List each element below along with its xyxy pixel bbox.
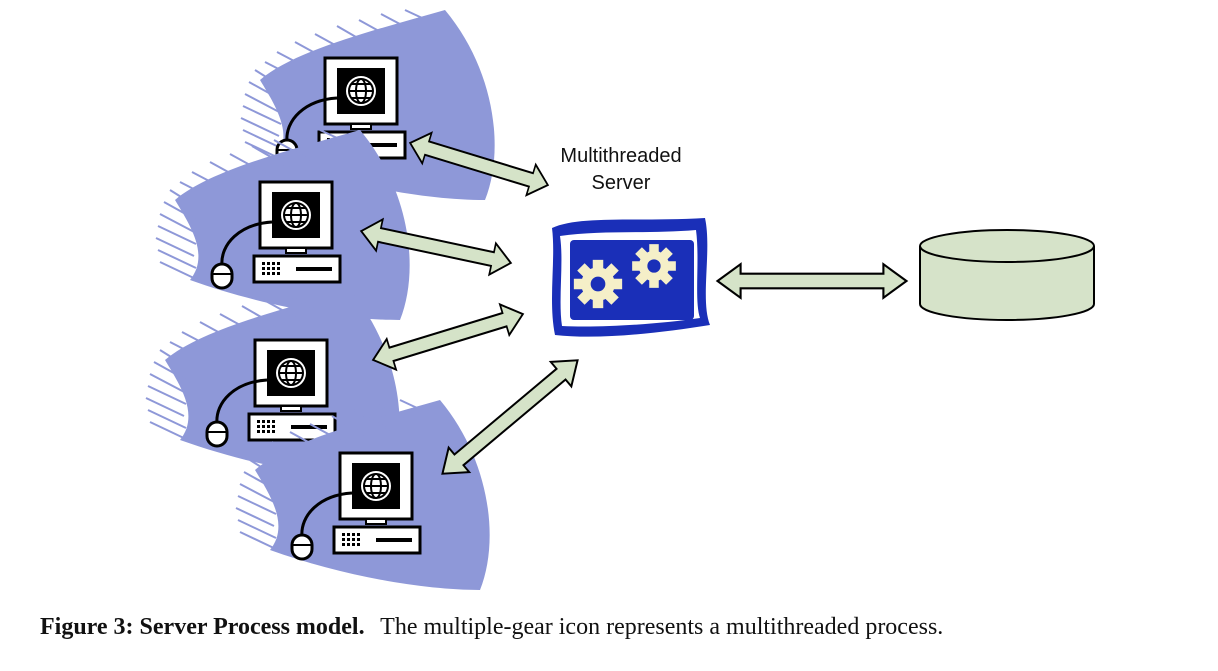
gear-icon	[632, 244, 676, 288]
server-icon	[552, 218, 710, 337]
connection-arrow-database	[716, 263, 908, 299]
figure-caption: Figure 3: Server Process model. The mult…	[40, 614, 1200, 641]
figure-caption-text: The multiple-gear icon represents a mult…	[380, 614, 944, 640]
server-label-line2: Server	[592, 172, 651, 194]
figure-caption-title: Figure 3: Server Process model.	[40, 614, 365, 640]
database-icon	[919, 229, 1095, 321]
connection-arrow-client-4	[431, 347, 589, 487]
server-label-line1: Multithreaded	[560, 145, 681, 167]
gear-icon	[573, 259, 623, 309]
